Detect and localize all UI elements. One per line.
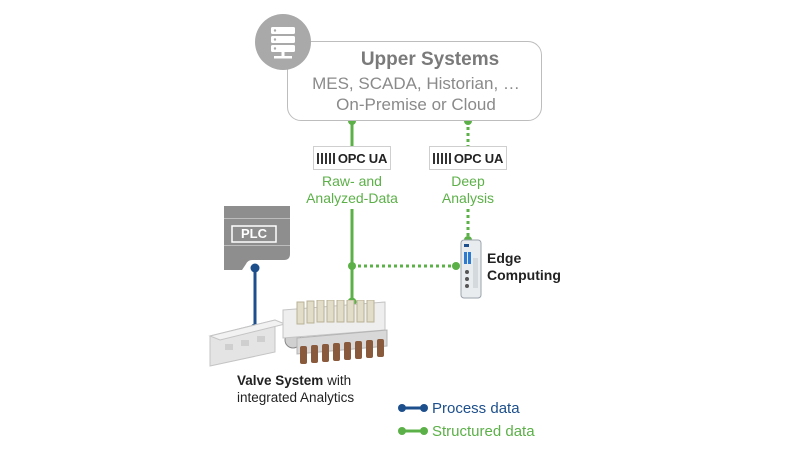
server-icon <box>255 14 311 70</box>
plc-blue-node <box>250 263 260 273</box>
edge-line1: Edge <box>487 250 522 266</box>
opc-ua-icon <box>316 152 335 164</box>
upper-systems-list: MES, SCADA, Historian, … <box>312 74 520 93</box>
raw-analyzed-line2: Analyzed-Data <box>306 190 398 206</box>
valve-system-label: Valve System with integrated Analytics <box>237 372 354 406</box>
valve-label-bold: Valve System <box>237 373 324 388</box>
upper-systems-location: On-Premise or Cloud <box>336 95 496 114</box>
legend-structured-label: Structured data <box>432 422 535 440</box>
valve-label-line1: Valve System with <box>237 372 354 389</box>
legend: Process data Structured data <box>398 398 535 441</box>
process-line-icon <box>398 404 428 412</box>
edge-device-icon <box>458 238 484 305</box>
deep-analysis-label: Deep Analysis <box>418 173 518 207</box>
plc-icon <box>222 204 292 277</box>
valve-label-rest: with <box>323 373 352 388</box>
upper-systems-title: Upper Systems <box>360 49 500 70</box>
raw-analyzed-line1: Raw- and <box>322 173 382 189</box>
edge-node <box>452 262 460 270</box>
upper-systems-box <box>287 41 542 121</box>
opc-ua-icon <box>432 152 451 164</box>
opc-ua-left-label: OPC UA <box>337 150 388 166</box>
opc-ua-right-label: OPC UA <box>453 150 504 166</box>
edge-line2: Computing <box>487 267 561 283</box>
deep-analysis-line2: Analysis <box>441 190 495 206</box>
raw-analyzed-data-label: Raw- and Analyzed-Data <box>292 173 412 207</box>
opc-ua-logo-left: OPC UA <box>313 146 391 170</box>
valve-system-icon <box>205 299 395 377</box>
deep-analysis-line1: Deep <box>451 173 485 189</box>
plc-label: PLC <box>241 226 267 241</box>
valve-label-line2: integrated Analytics <box>237 390 355 405</box>
legend-structured: Structured data <box>398 421 535 441</box>
structured-line-icon <box>398 427 428 435</box>
edge-computing-label: Edge Computing <box>487 250 561 284</box>
legend-process: Process data <box>398 398 535 418</box>
legend-process-label: Process data <box>432 399 520 417</box>
opc-ua-logo-right: OPC UA <box>429 146 507 170</box>
